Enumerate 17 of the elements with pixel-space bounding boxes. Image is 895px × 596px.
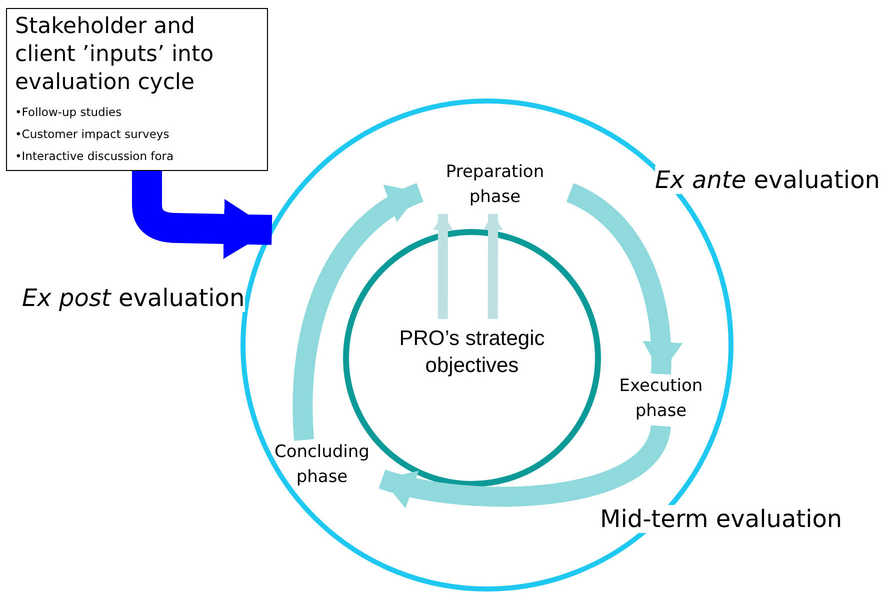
phase-label: Execution phase (618, 375, 704, 423)
arrow (292, 183, 424, 440)
text-box (6, 8, 268, 171)
bullet-item: •Follow-up studies (15, 104, 122, 121)
bullet-item: •Customer impact surveys (15, 126, 170, 143)
arrow (566, 183, 682, 374)
arrow (379, 423, 671, 508)
phase-label: Preparation phase (444, 161, 546, 209)
evaluation-label: Mid-term evaluation (600, 505, 842, 533)
arrow (483, 214, 503, 320)
circle-label: PRO’s strategic objectives (398, 326, 546, 379)
bullet-item: •Interactive discussion fora (15, 148, 174, 165)
arrow (432, 214, 453, 319)
phase-label: Concluding phase (274, 441, 370, 489)
evaluation-label: Ex ante evaluation (655, 166, 880, 194)
box-heading: Stakeholder and client ’inputs’ into evaluation cycle (15, 13, 215, 97)
arrow (132, 170, 272, 259)
